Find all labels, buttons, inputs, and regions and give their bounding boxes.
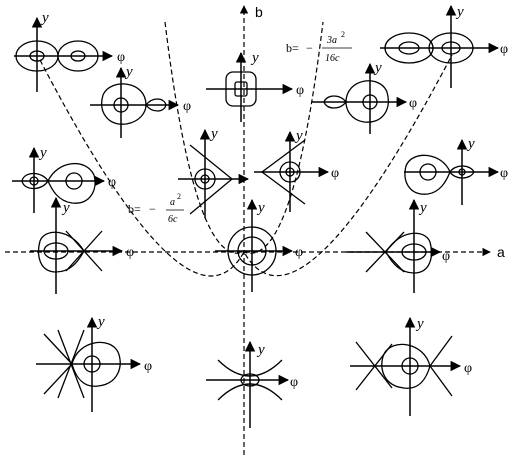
portrait-upper-right: φ y xyxy=(312,60,417,134)
b-axis-label: b xyxy=(255,4,263,20)
portrait-axis-left: φ y xyxy=(30,196,134,294)
svg-text:y: y xyxy=(373,60,382,76)
portrait-top-center: φ y xyxy=(206,50,304,122)
svg-text:y: y xyxy=(256,200,265,216)
portrait-origin: φ y xyxy=(215,198,303,292)
svg-text:φ: φ xyxy=(290,375,298,390)
svg-text:y: y xyxy=(418,200,427,216)
svg-text:φ: φ xyxy=(126,245,134,260)
svg-text:y: y xyxy=(38,145,47,161)
svg-text:y: y xyxy=(455,4,464,20)
portrait-top-left: φ y xyxy=(14,10,125,92)
svg-text:y: y xyxy=(124,64,133,80)
portrait-bottom-left: φ y xyxy=(36,314,152,412)
svg-text:−: − xyxy=(149,202,156,216)
svg-text:a: a xyxy=(170,197,175,208)
svg-text:16c: 16c xyxy=(325,53,340,64)
y-label: y xyxy=(40,10,49,26)
svg-text:y: y xyxy=(256,342,265,358)
svg-text:y: y xyxy=(209,126,218,142)
svg-text:φ: φ xyxy=(442,249,450,264)
portrait-bottom-right: φ y xyxy=(350,316,472,416)
portrait-inner-right: φ y xyxy=(254,128,339,212)
portrait-inner-left: y xyxy=(178,126,250,218)
svg-text:b=: b= xyxy=(286,41,299,55)
svg-text:2: 2 xyxy=(177,192,181,201)
svg-text:φ: φ xyxy=(108,175,116,190)
svg-text:6c: 6c xyxy=(168,214,178,225)
svg-text:φ: φ xyxy=(296,83,304,98)
svg-text:φ: φ xyxy=(144,359,152,374)
portrait-axis-right: φ y xyxy=(346,198,450,293)
outer-parabola xyxy=(164,21,324,254)
svg-text:φ: φ xyxy=(409,96,417,111)
portrait-upper-left: φ y xyxy=(90,64,191,138)
portrait-mid-right: φ y xyxy=(404,136,508,205)
svg-text:y: y xyxy=(415,316,424,332)
bifurcation-curves xyxy=(39,21,453,277)
svg-text:2: 2 xyxy=(341,30,345,39)
svg-text:φ: φ xyxy=(464,361,472,376)
svg-text:φ: φ xyxy=(500,42,508,57)
svg-text:y: y xyxy=(250,50,259,66)
svg-text:y: y xyxy=(294,128,303,144)
portrait-mid-left: φ y xyxy=(12,145,116,213)
svg-text:y: y xyxy=(466,136,475,152)
inner-parabola xyxy=(39,54,453,277)
svg-text:φ: φ xyxy=(331,166,339,181)
svg-text:φ: φ xyxy=(500,166,508,181)
portrait-top-right: φ y xyxy=(380,4,508,88)
portrait-bottom-center: φ y xyxy=(206,340,298,428)
svg-text:3a: 3a xyxy=(326,35,337,46)
upper-curve-label: b= − 3a 2 16c xyxy=(286,30,352,64)
svg-text:b=: b= xyxy=(128,202,141,216)
svg-text:y: y xyxy=(61,200,70,216)
a-axis-label: a xyxy=(497,244,505,260)
lower-curve-label: b= − a 2 6c xyxy=(128,192,184,225)
svg-text:−: − xyxy=(306,41,313,55)
svg-text:y: y xyxy=(96,314,105,330)
svg-text:φ: φ xyxy=(183,99,191,114)
svg-text:φ: φ xyxy=(295,245,303,260)
phi-label: φ xyxy=(117,50,125,65)
